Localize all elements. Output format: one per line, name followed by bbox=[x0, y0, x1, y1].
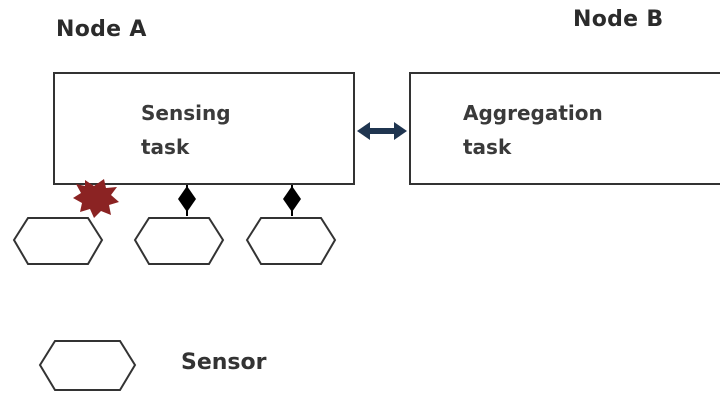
connector-diamond-icon bbox=[178, 185, 196, 216]
node-a-title: Node A bbox=[56, 17, 147, 42]
aggregation-task-line-1: Aggregation bbox=[463, 101, 603, 125]
sensor-hexagon-icon bbox=[133, 217, 225, 265]
legend-sensor-label: Sensor bbox=[181, 350, 267, 375]
sensor-hexagon-icon bbox=[12, 217, 104, 265]
sensor-hexagon-icon bbox=[245, 217, 337, 265]
double-arrow-icon bbox=[357, 122, 407, 140]
aggregation-task-box: Aggregation task bbox=[409, 72, 720, 185]
sensing-task-label: Sensing task bbox=[141, 96, 231, 164]
aggregation-task-line-2: task bbox=[463, 135, 512, 159]
sensing-task-line-1: Sensing bbox=[141, 101, 231, 125]
aggregation-task-label: Aggregation task bbox=[463, 96, 603, 164]
node-b-title: Node B bbox=[573, 7, 664, 32]
failure-starburst-icon bbox=[73, 179, 119, 218]
sensing-task-box: Sensing task bbox=[53, 72, 355, 185]
sensing-task-line-2: task bbox=[141, 135, 190, 159]
legend-sensor-hexagon-icon bbox=[38, 340, 137, 391]
connector-diamond-icon bbox=[283, 185, 301, 216]
